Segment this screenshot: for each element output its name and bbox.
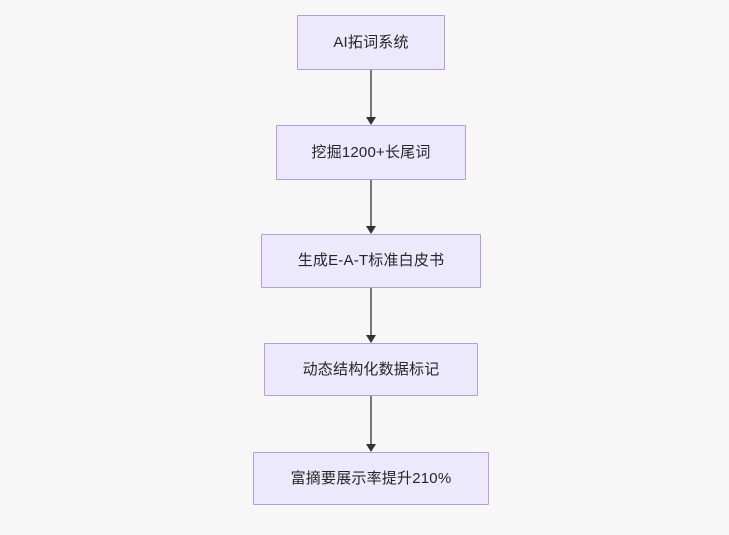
flow-node-label: 动态结构化数据标记 [302, 360, 440, 378]
arrowhead-icon [366, 335, 376, 343]
arrowhead-icon [366, 444, 376, 452]
flow-connector [365, 396, 377, 452]
flow-node[interactable]: 动态结构化数据标记 [264, 343, 478, 396]
connector-line [370, 70, 372, 118]
arrowhead-icon [366, 117, 376, 125]
flow-node-label: 挖掘1200+长尾词 [311, 143, 431, 161]
connector-line [370, 180, 372, 227]
flow-connector [365, 70, 377, 125]
connector-line [370, 288, 372, 336]
flow-node[interactable]: 挖掘1200+长尾词 [276, 125, 466, 180]
flow-node-label: AI拓词系统 [333, 33, 409, 51]
connector-line [370, 396, 372, 445]
flow-node[interactable]: 生成E-A-T标准白皮书 [261, 234, 481, 288]
flow-node-label: 富摘要展示率提升210% [290, 469, 452, 487]
arrowhead-icon [366, 226, 376, 234]
flow-connector [365, 180, 377, 234]
flow-node-label: 生成E-A-T标准白皮书 [297, 252, 445, 269]
flow-node[interactable]: AI拓词系统 [297, 15, 445, 70]
flow-connector [365, 288, 377, 343]
flow-node[interactable]: 富摘要展示率提升210% [253, 452, 489, 505]
